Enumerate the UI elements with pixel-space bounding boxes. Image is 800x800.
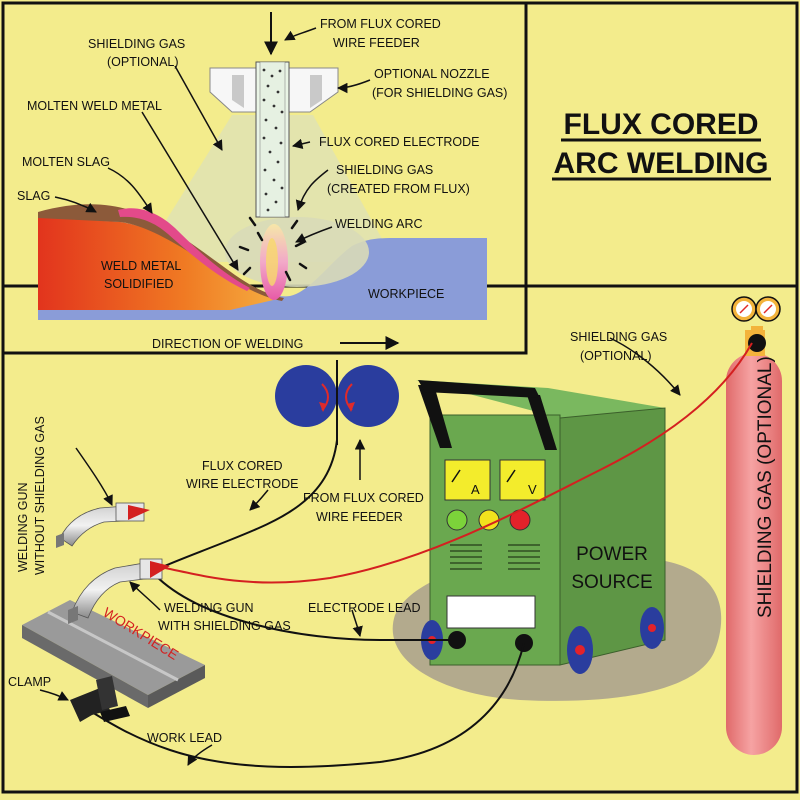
ammeter-letter: A <box>471 482 480 497</box>
handle-right <box>527 395 557 450</box>
title-panel-border <box>524 1 799 288</box>
welding-gun-without-gas[interactable] <box>56 502 150 548</box>
label-direction-of-welding: DIRECTION OF WELDING <box>152 337 303 351</box>
weld-cross-section <box>38 12 487 350</box>
label-clamp: CLAMP <box>8 675 51 689</box>
shielding-gas-cylinder: SHIELDING GAS (OPTIONAL) <box>726 296 782 755</box>
nameplate <box>446 595 536 629</box>
label-optional-nozzle-2: (FOR SHIELDING GAS) <box>372 86 507 100</box>
electrode-flux-dots <box>262 68 284 212</box>
label-from-feeder-setup-2: WIRE FEEDER <box>316 510 403 524</box>
voltmeter-panel <box>499 459 546 501</box>
label-gun-without-2: WITHOUT SHIELDING GAS <box>33 416 47 575</box>
label-weld-metal-1: WELD METAL <box>101 259 181 273</box>
vent-slots <box>450 544 540 570</box>
label-electrode-lead: ELECTRODE LEAD <box>308 601 421 615</box>
label-from-feeder-2: WIRE FEEDER <box>333 36 420 50</box>
label-from-feeder-setup-1: FROM FLUX CORED <box>303 491 424 505</box>
cylinder-body <box>726 353 782 755</box>
gas-hose <box>164 342 753 584</box>
label-wire-electrode-2: WIRE ELECTRODE <box>186 477 299 491</box>
welding-gun-with-gas[interactable] <box>68 558 170 624</box>
label-flux-cored-electrode: FLUX CORED ELECTRODE <box>319 135 479 149</box>
title-line-1: FLUX CORED <box>564 108 759 141</box>
weld-metal-solidified <box>38 217 282 310</box>
label-gun-with-1: WELDING GUN <box>164 601 254 615</box>
label-wire-electrode-1: FLUX CORED <box>202 459 283 473</box>
wire-electrode-cable <box>159 439 338 569</box>
label-shielding-gas-optional-1: SHIELDING GAS <box>88 37 185 51</box>
power-source-label-2: SOURCE <box>571 572 652 593</box>
setup-leader-lines <box>39 337 681 766</box>
label-work-lead: WORK LEAD <box>147 731 222 745</box>
work-lead <box>74 642 525 768</box>
title-line-2: ARC WELDING <box>554 147 769 180</box>
label-shielding-gas-setup-1: SHIELDING GAS <box>570 330 667 344</box>
label-shielding-gas-flux-1: SHIELDING GAS <box>336 163 433 177</box>
label-molten-weld-metal: MOLTEN WELD METAL <box>27 99 162 113</box>
label-weld-metal-2: SOLIDIFIED <box>104 277 173 291</box>
molten-slag <box>118 208 250 291</box>
handle-left <box>418 385 452 448</box>
label-slag: SLAG <box>17 189 50 203</box>
label-welding-arc: WELDING ARC <box>335 217 423 231</box>
electrode-lead <box>154 574 455 642</box>
drive-roller-left <box>275 365 337 427</box>
voltmeter-letter: V <box>528 482 537 497</box>
label-from-feeder-1: FROM FLUX CORED <box>320 17 441 31</box>
ground-clamp <box>70 676 130 722</box>
power-source: A V POWER SOURCE <box>416 380 666 674</box>
label-optional-nozzle-1: OPTIONAL NOZZLE <box>374 67 490 81</box>
ammeter-panel <box>444 459 491 501</box>
label-molten-slag: MOLTEN SLAG <box>22 155 110 169</box>
detail-label-group: FROM FLUX CORED WIRE FEEDER SHIELDING GA… <box>17 17 507 351</box>
setup-label-group: WELDING GUN WITHOUT SHIELDING GAS FLUX C… <box>8 330 667 745</box>
drive-roller-right <box>337 365 399 427</box>
socket-electrode[interactable] <box>448 631 466 649</box>
detail-leader-lines <box>54 27 371 271</box>
cylinder-label: SHIELDING GAS (OPTIONAL) <box>755 356 776 618</box>
slag-layer <box>38 204 284 301</box>
label-shielding-gas-optional-2: (OPTIONAL) <box>107 55 179 69</box>
wire-drive-rollers <box>275 360 399 445</box>
power-source-label-1: POWER <box>576 544 648 565</box>
knob-green[interactable] <box>446 509 468 531</box>
label-gun-without-1: WELDING GUN <box>16 482 30 572</box>
label-gun-with-2: WITH SHIELDING GAS <box>158 619 291 633</box>
label-shielding-gas-flux-2: (CREATED FROM FLUX) <box>327 182 470 196</box>
label-workpiece-detail: WORKPIECE <box>368 287 444 301</box>
title-block: FLUX CORED ARC WELDING <box>552 108 771 181</box>
label-shielding-gas-setup-2: (OPTIONAL) <box>580 349 652 363</box>
flux-particles <box>238 216 308 282</box>
